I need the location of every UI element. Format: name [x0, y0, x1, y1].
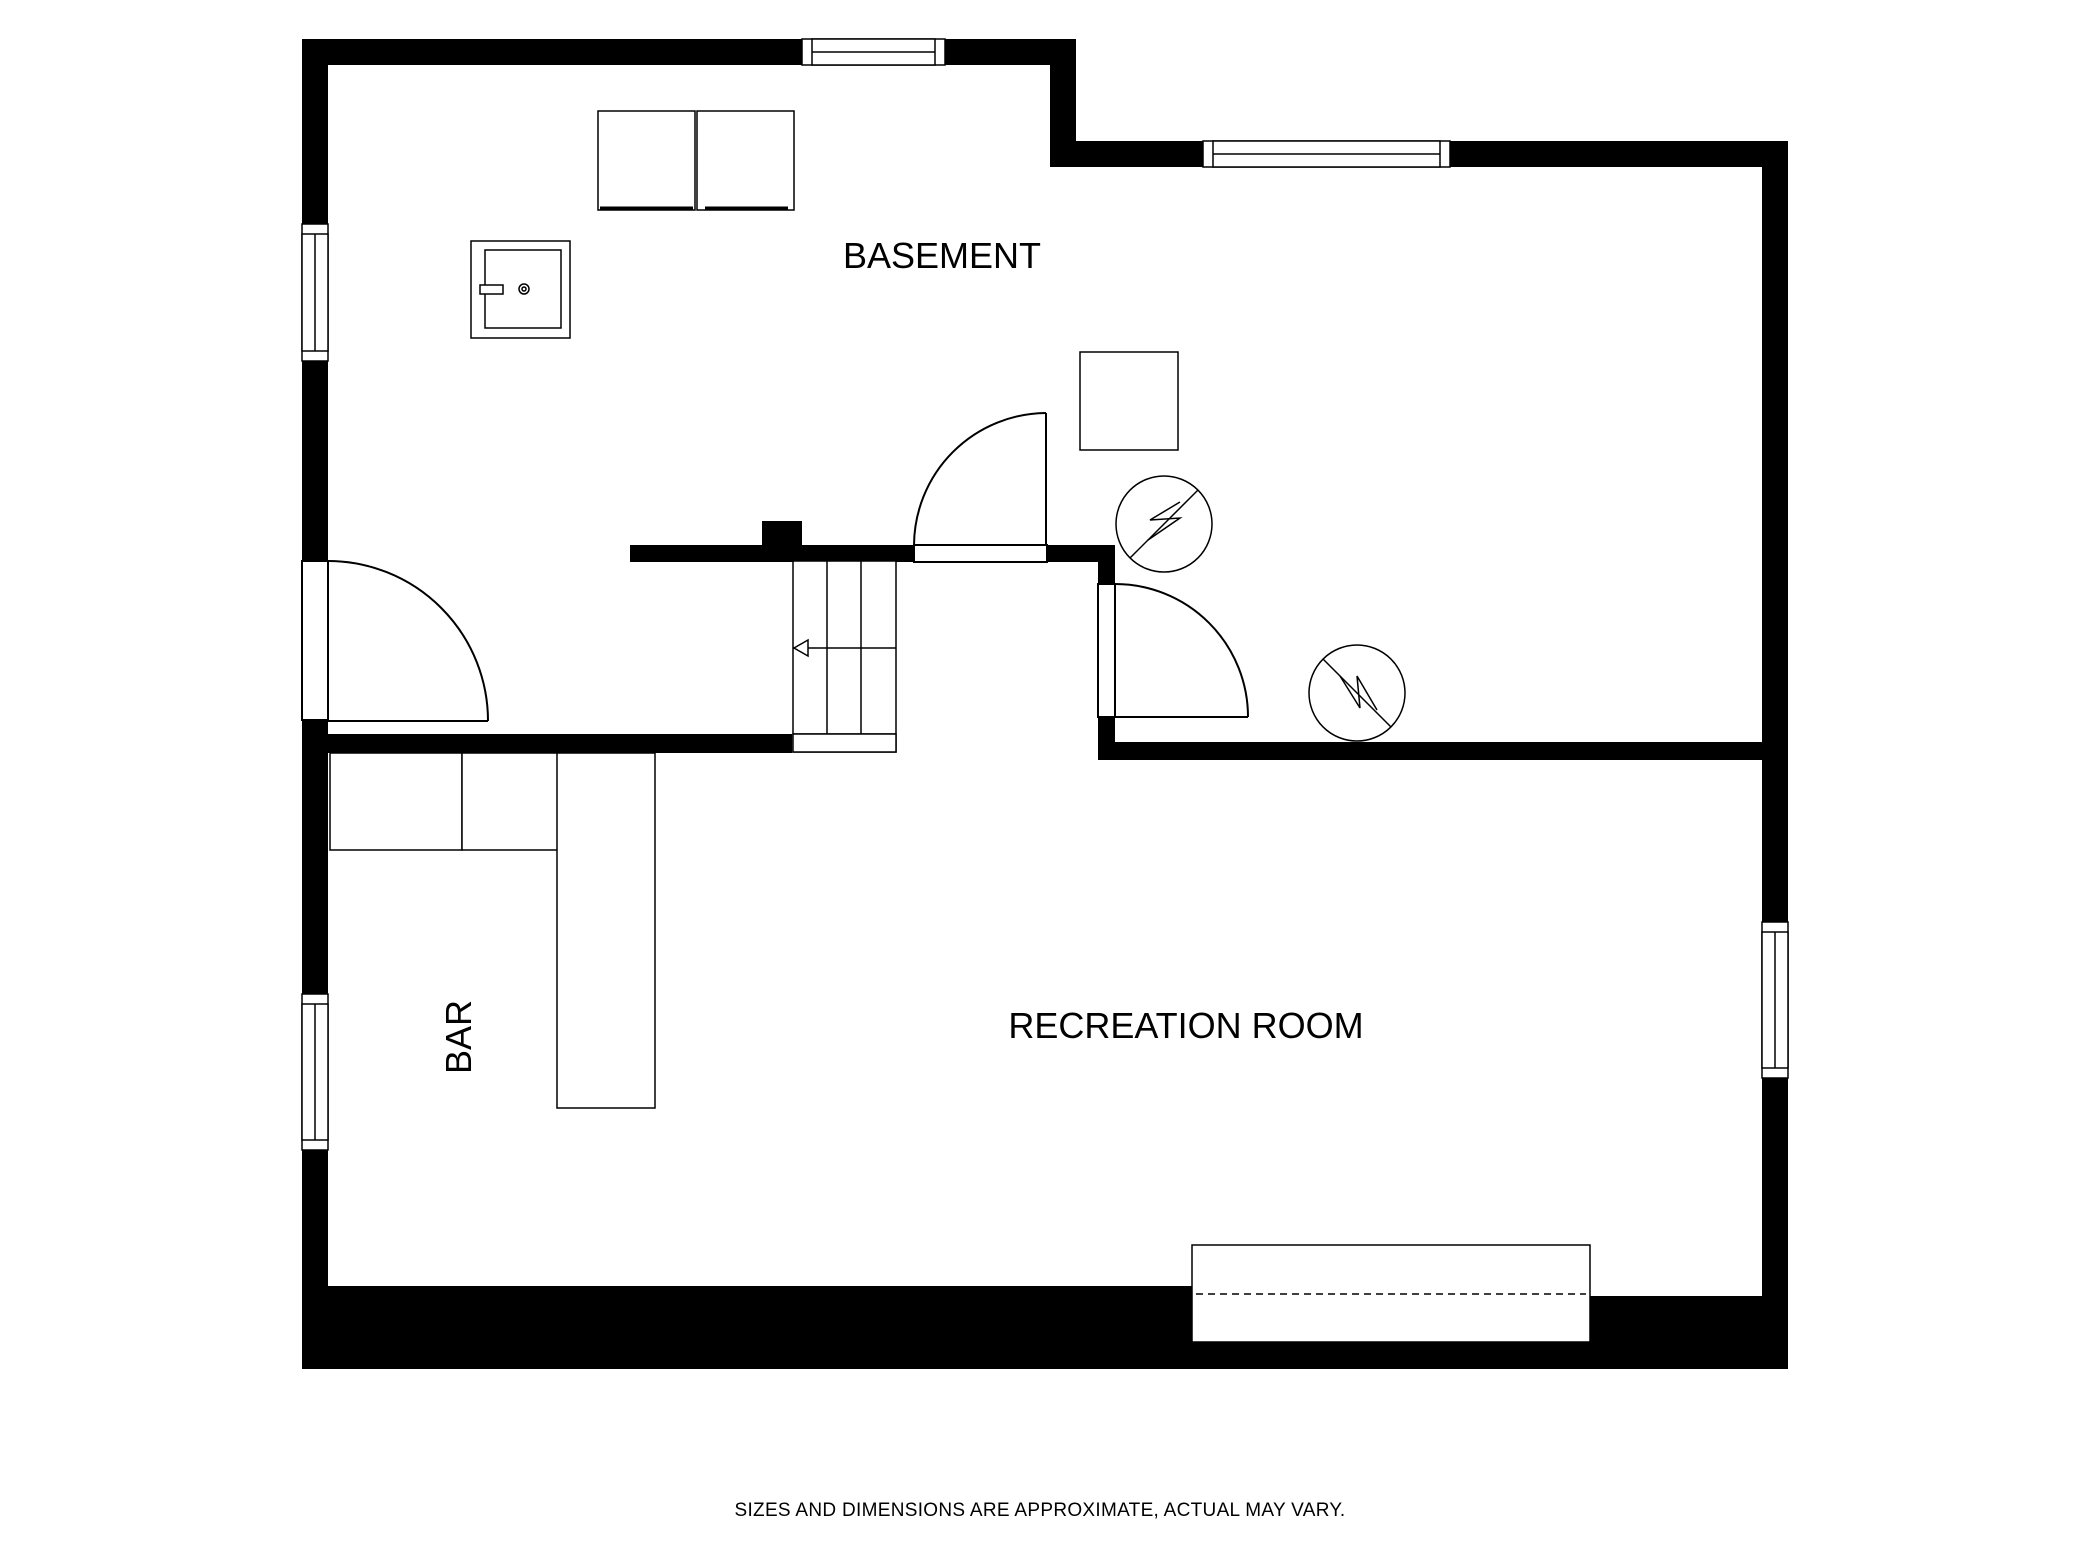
stair-direction-arrow-icon: [792, 638, 809, 658]
stairs: [792, 560, 897, 753]
door-left-exterior[interactable]: [301, 560, 489, 722]
window-left-lower: [301, 993, 329, 1151]
doors: [301, 412, 1249, 722]
windows: [301, 38, 1789, 1151]
disclaimer-note: SIZES AND DIMENSIONS ARE APPROXIMATE, AC…: [734, 1500, 1346, 1521]
laundry-sink: [470, 240, 571, 339]
hearth: [1191, 1244, 1591, 1343]
bar-counter: [329, 752, 656, 1109]
wall-bar-top: [302, 734, 792, 753]
room-label-basement: BASEMENT: [843, 235, 1041, 276]
door-basement[interactable]: [913, 412, 1048, 563]
wall-top-left: [302, 39, 1076, 65]
window-top-right: [1202, 140, 1451, 168]
window-top-left: [801, 38, 946, 66]
electrical-symbol-icon-1: [1115, 475, 1213, 573]
fixtures: [329, 110, 1591, 1343]
wall-bottom-left: [302, 1286, 1194, 1369]
utility-box: [1079, 351, 1179, 451]
room-label-bar: BAR: [438, 1000, 479, 1074]
wall-chimney-block: [762, 521, 802, 547]
door-utility[interactable]: [1097, 583, 1249, 718]
window-right: [1761, 921, 1789, 1079]
room-label-recreation-room: RECREATION ROOM: [1008, 1005, 1363, 1046]
window-left-upper: [301, 223, 329, 362]
exterior-walls: [302, 39, 1788, 1369]
washer-dryer: [597, 110, 795, 211]
electrical-symbol-icon-2: [1308, 644, 1406, 742]
wall-utility-bottom: [1098, 742, 1788, 760]
